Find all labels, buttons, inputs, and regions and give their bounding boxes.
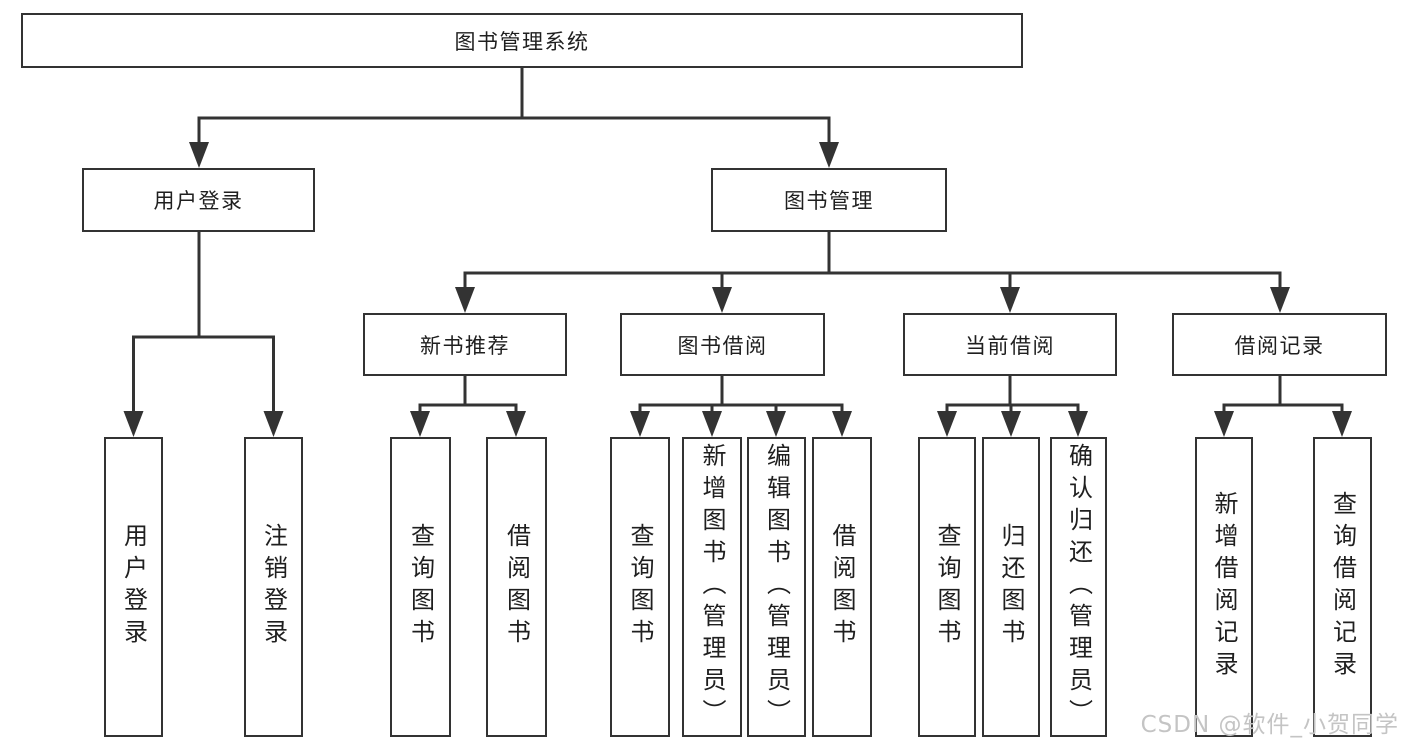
connector-segments bbox=[132, 66, 1344, 417]
node-new-book-recommendation: 新书推荐 bbox=[363, 313, 567, 376]
node-label: 借阅记录 bbox=[1234, 333, 1325, 358]
node-leaf-logout: 注销登录 bbox=[244, 437, 303, 737]
node-leaf-edit-books-admin: 编辑图书（管理员） bbox=[747, 437, 806, 737]
node-book-management: 图书管理 bbox=[711, 168, 947, 232]
node-book-borrowing: 图书借阅 bbox=[620, 313, 825, 376]
node-label: 图书管理系统 bbox=[454, 29, 590, 54]
node-label: 用户登录 bbox=[119, 523, 148, 651]
node-label: 确认归还（管理员） bbox=[1064, 443, 1093, 731]
node-leaf-confirm-return-admin: 确认归还（管理员） bbox=[1050, 437, 1107, 737]
node-leaf-query-books-recommend: 查询图书 bbox=[390, 437, 451, 737]
node-label: 用户登录 bbox=[153, 189, 244, 213]
arrow-down-icons bbox=[123, 142, 1352, 437]
node-label: 查询图书 bbox=[933, 523, 961, 651]
node-label: 查询借阅记录 bbox=[1328, 491, 1357, 683]
node-label: 查询图书 bbox=[406, 523, 435, 651]
node-user-login: 用户登录 bbox=[82, 168, 315, 232]
node-label: 借阅图书 bbox=[502, 523, 531, 651]
node-leaf-borrow-books: 借阅图书 bbox=[812, 437, 872, 737]
node-label: 新增图书（管理员） bbox=[698, 443, 726, 731]
node-leaf-return-books: 归还图书 bbox=[982, 437, 1040, 737]
node-leaf-add-books-admin: 新增图书（管理员） bbox=[682, 437, 742, 737]
node-leaf-user-login: 用户登录 bbox=[104, 437, 163, 737]
node-label: 当前借阅 bbox=[965, 333, 1055, 358]
node-label: 借阅图书 bbox=[828, 523, 856, 651]
node-label: 编辑图书（管理员） bbox=[762, 443, 791, 731]
node-leaf-add-borrow-record: 新增借阅记录 bbox=[1195, 437, 1253, 737]
node-label: 新书推荐 bbox=[420, 333, 510, 358]
node-current-borrowing: 当前借阅 bbox=[903, 313, 1117, 376]
node-leaf-query-books-borrow: 查询图书 bbox=[610, 437, 670, 737]
node-label: 新增借阅记录 bbox=[1210, 491, 1238, 683]
node-label: 归还图书 bbox=[997, 523, 1025, 651]
node-borrowing-records: 借阅记录 bbox=[1172, 313, 1387, 376]
node-label: 图书管理 bbox=[784, 189, 874, 213]
node-leaf-query-borrow-record: 查询借阅记录 bbox=[1313, 437, 1372, 737]
node-label: 查询图书 bbox=[626, 523, 654, 651]
node-leaf-query-books-current: 查询图书 bbox=[918, 437, 976, 737]
node-leaf-borrow-books-recommend: 借阅图书 bbox=[486, 437, 547, 737]
node-label: 图书借阅 bbox=[677, 333, 768, 358]
node-library-system: 图书管理系统 bbox=[21, 13, 1023, 68]
node-label: 注销登录 bbox=[259, 523, 288, 651]
csdn-watermark: CSDN @软件_小贺同学 bbox=[1140, 712, 1399, 738]
